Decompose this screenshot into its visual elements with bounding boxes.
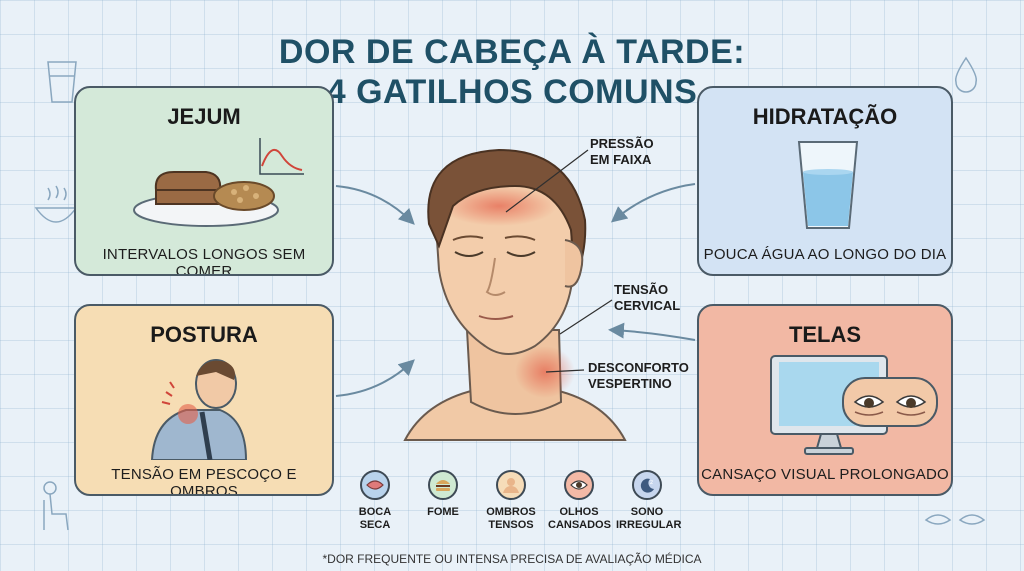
slouching-man-icon [150, 359, 248, 460]
card-postura-description: TENSÃO EM PESCOÇO E OMBROS [111, 466, 297, 496]
label-desconforto-line1: DESCONFORTO [588, 360, 689, 375]
label-pressao-line2: EM FAIXA [590, 152, 652, 167]
person-sitting-sketch-icon [43, 481, 69, 531]
symptom-sono-line2: IRREGULAR [616, 519, 682, 531]
label-desconforto-line2: VESPERTINO [588, 376, 672, 391]
symptom-sono-line1: SONO [630, 506, 664, 518]
glucose-curve-icon [259, 138, 304, 175]
card-hidratacao-description: POUCA ÁGUA AO LONGO DO DIA [703, 246, 947, 263]
arrow-hidratacao [610, 183, 696, 223]
symptom-olhos-line2: CANSADOS [548, 519, 611, 531]
water-drop-sketch-icon [954, 56, 978, 93]
label-pressao-line1: PRESSÃO [590, 136, 654, 151]
footnote: *DOR FREQUENTE OU INTENSA PRECISA DE AVA… [322, 552, 702, 566]
symptom-fome-line1: FOME [427, 506, 459, 518]
tired-eyes-icon [842, 377, 938, 427]
card-jejum: JEJUM INTERVALOS LONGOS SEM COMER [74, 86, 334, 276]
page-title-line1: DOR DE CABEÇA À TARDE: [278, 33, 746, 71]
symptom-fome: FOME [412, 470, 474, 519]
tired-eyes-sketch-icon [924, 514, 986, 525]
card-hidratacao-title: HIDRATAÇÃO [752, 104, 898, 129]
card-telas: TELAS CANSAÇO VISUAL PROLONGADO [697, 304, 953, 496]
eye-icon [564, 470, 594, 500]
arrow-telas [608, 322, 696, 341]
arrow-postura [335, 359, 415, 397]
head-illustration [403, 148, 627, 441]
label-pressao-em-faixa: PRESSÃO EM FAIXA [590, 136, 654, 168]
mouth-icon [360, 470, 390, 500]
svg-text:z: z [650, 479, 653, 486]
card-postura: POSTURA TENSÃO EM PESCOÇO E OMBROS [74, 304, 334, 496]
moon-icon: z [632, 470, 662, 500]
page-title-line2: 4 GATILHOS COMUNS [326, 73, 698, 111]
card-telas-description: CANSAÇO VISUAL PROLONGADO [701, 466, 949, 483]
label-tensao-cervical: TENSÃO CERVICAL [614, 282, 680, 314]
symptom-boca-line1: BOCA [358, 506, 392, 518]
symptom-ombros-line1: OMBROS [486, 506, 536, 518]
label-desconforto-vespertino: DESCONFORTO VESPERTINO [588, 360, 689, 392]
water-glass-sketch-icon [47, 61, 77, 103]
burger-icon [428, 470, 458, 500]
arrow-jejum [335, 185, 415, 225]
shoulders-icon [496, 470, 526, 500]
hair [427, 148, 587, 281]
symptom-boca-line2: SECA [359, 519, 391, 531]
symptom-olhos-line1: OLHOS [559, 506, 599, 518]
card-postura-title: POSTURA [150, 322, 258, 347]
symptom-ombros-line2: TENSOS [488, 519, 534, 531]
food-plate-icon [133, 171, 279, 227]
card-hidratacao: HIDRATAÇÃO POUCA ÁGUA AO LONGO DO DIA [697, 86, 953, 276]
card-telas-title: TELAS [788, 322, 862, 347]
label-tensao-line2: CERVICAL [614, 298, 681, 313]
card-jejum-title: JEJUM [167, 104, 241, 129]
water-glass-icon [797, 141, 859, 229]
card-jejum-description: INTERVALOS LONGOS SEM COMER [102, 246, 306, 276]
label-tensao-line1: TENSÃO [614, 282, 669, 297]
